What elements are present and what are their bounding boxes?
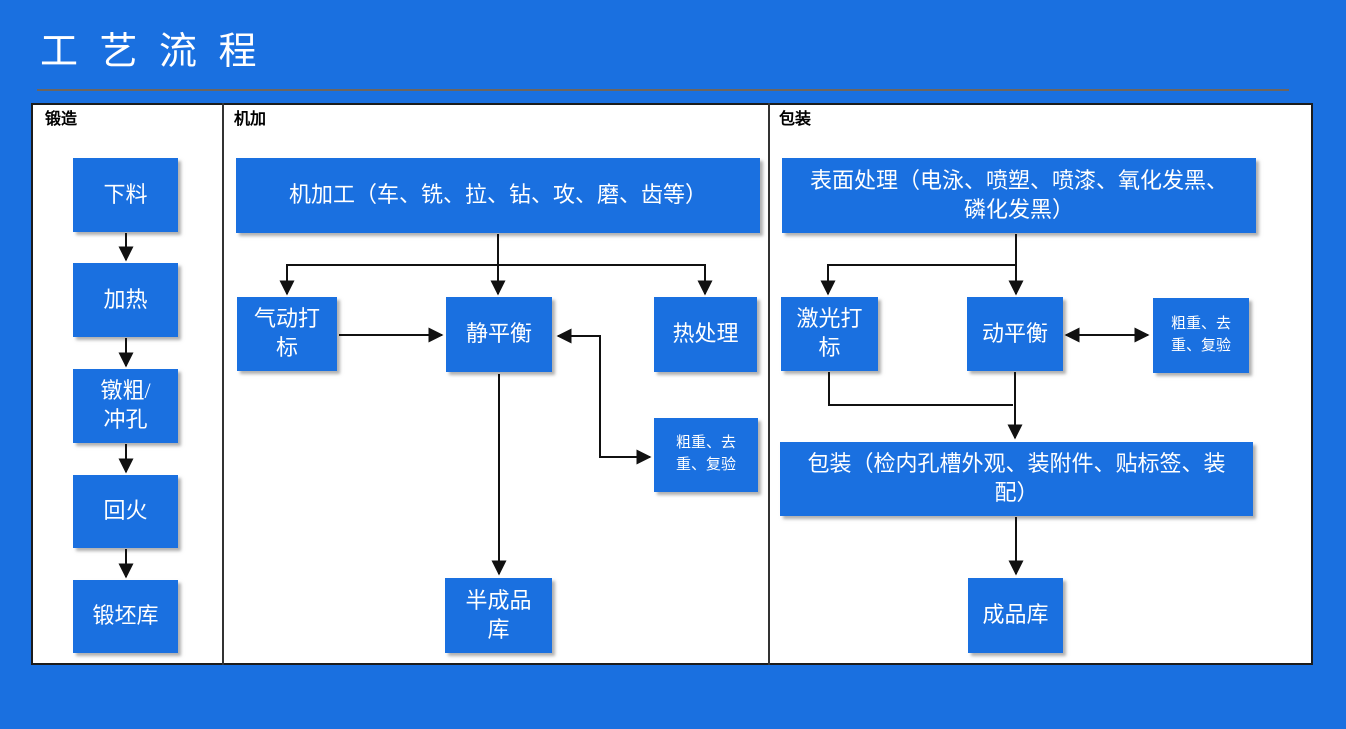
node-jingpingheng: 静平衡: [446, 297, 552, 372]
node-qidong-dabiao: 气动打 标: [237, 297, 337, 371]
node-jiare: 加热: [73, 263, 178, 337]
node-xialiao: 下料: [73, 158, 178, 232]
column-header-forging: 锻造: [45, 111, 78, 128]
node-biaomian-chuli: 表面处理（电泳、喷塑、喷漆、氧化发黑、 磷化发黑）: [782, 158, 1256, 233]
node-jijiagong: 机加工（车、铣、拉、钻、攻、磨、齿等）: [236, 158, 760, 233]
column-divider-machining-packaging: [768, 103, 770, 665]
node-banchengpinku: 半成品 库: [445, 578, 552, 653]
column-header-packaging: 包装: [779, 111, 812, 128]
node-duanpeiku: 锻坯库: [73, 580, 178, 653]
node-jiguang-dabiao: 激光打 标: [781, 297, 878, 371]
node-chengpinku: 成品库: [968, 578, 1063, 653]
node-duncu-chongkong: 镦粗/ 冲孔: [73, 369, 178, 443]
column-divider-forging-machining: [222, 103, 224, 665]
node-cuzhong-baozhuang: 粗重、去 重、复验: [1153, 298, 1249, 373]
node-rechuli: 热处理: [654, 297, 757, 372]
node-cuzhong-jijia: 粗重、去 重、复验: [654, 418, 758, 492]
title-divider-line: [37, 89, 1289, 91]
node-baozhuang: 包装（检内孔槽外观、装附件、贴标签、装 配）: [780, 442, 1253, 516]
node-huihuo: 回火: [73, 475, 178, 548]
page-title: 工 艺 流 程: [40, 31, 263, 73]
column-header-machining: 机加: [234, 111, 267, 128]
node-dongpingheng: 动平衡: [967, 297, 1063, 371]
